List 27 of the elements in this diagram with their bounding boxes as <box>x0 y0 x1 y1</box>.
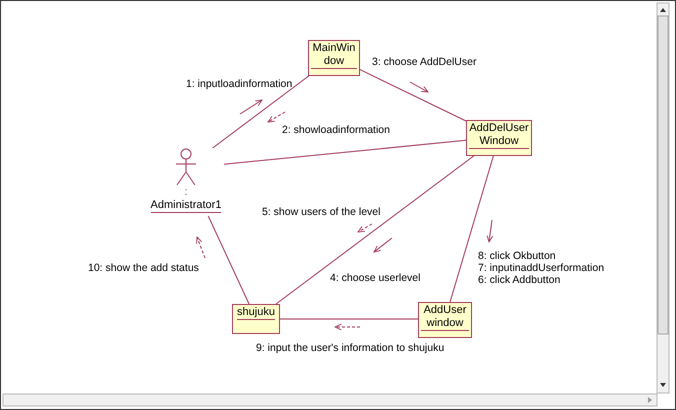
link-line <box>276 154 477 304</box>
link-line <box>212 74 312 148</box>
link-line <box>280 318 418 320</box>
link-line <box>450 154 494 302</box>
object-box <box>418 302 472 338</box>
object-box <box>466 120 532 156</box>
object-name: MainWindow <box>311 42 357 69</box>
message-label: 4: choose userlevel <box>330 272 420 284</box>
message-label: 3: choose AddDelUser <box>372 56 476 68</box>
message-label: 8: click Okbutton <box>478 250 556 262</box>
actor-name: Administrator1 <box>150 199 222 213</box>
object-box <box>232 304 280 334</box>
object-name: shujuku <box>237 306 275 320</box>
object-name: AddUser window <box>421 304 469 331</box>
message-label: 6: click Addbutton <box>478 274 560 286</box>
object-name: AddDelUserWindow <box>469 122 529 149</box>
link-line <box>360 69 466 122</box>
message-label: 1: inputloadinformation <box>186 78 292 90</box>
message-label: 7: inputinaddUserformation <box>478 262 604 274</box>
message-label: 5: show users of the level <box>262 206 380 218</box>
separator-mark: : <box>184 186 188 199</box>
message-label: 9: input the user's information to shujuku <box>256 342 444 354</box>
object-box <box>308 40 360 76</box>
message-label: 2: showloadinformation <box>282 124 390 136</box>
message-label: 10: show the add status <box>88 262 199 274</box>
link-line <box>224 140 466 165</box>
link-line <box>208 216 250 304</box>
